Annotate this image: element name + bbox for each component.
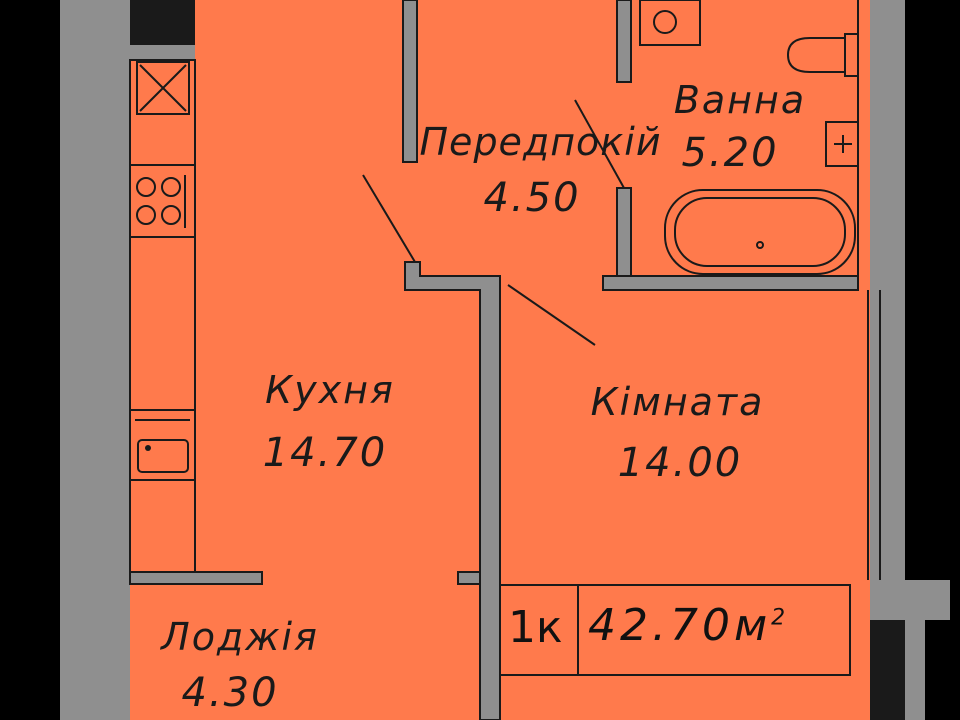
vent-shaft [130,0,195,45]
sink-icon [129,409,196,481]
hall-area: 4.50 [483,175,581,221]
toilet-icon [786,33,859,77]
outer-wall-right-bottom2 [870,620,905,720]
wall-hall-left [402,0,418,163]
room-area: 14.00 [617,440,743,486]
loggia-area: 4.30 [181,670,279,716]
door-room [507,284,596,346]
outer-wall-left [60,0,130,720]
total-area: 42.70м2 [588,600,789,651]
outer-wall-right-bottom [905,620,925,720]
area-unit-sup: 2 [771,605,790,631]
loggia-name: Лоджія [161,615,319,659]
kitchen-area: 14.70 [262,430,388,476]
bath-name: Ванна [673,78,807,122]
hall-name: Передпокій [419,120,662,164]
wall-bath-left-top [616,0,632,83]
wall-loggia [129,571,263,585]
kitchen-counter [129,59,196,573]
bath-area: 5.20 [681,130,779,176]
apartment-type: 1к [508,602,563,653]
washbasin-icon [825,121,859,167]
stove-icon [129,164,196,238]
loggia-floor [130,580,470,720]
kitchen-name: Кухня [265,368,395,412]
door-bath [574,99,625,189]
wall-bath-bottom [602,275,859,291]
outer-wall-right-lower [870,580,950,620]
outer-wall-right [870,0,905,590]
bathtub-icon [664,189,856,275]
wall-kitchen-room [404,261,501,720]
total-area-value: 42.70м [588,600,772,651]
door-kitchen [362,174,416,263]
washing-machine-icon [639,0,701,46]
room-name: Кімната [590,380,765,424]
wall-bath-left-bottom [616,187,632,277]
area-badge-frame [499,584,851,676]
